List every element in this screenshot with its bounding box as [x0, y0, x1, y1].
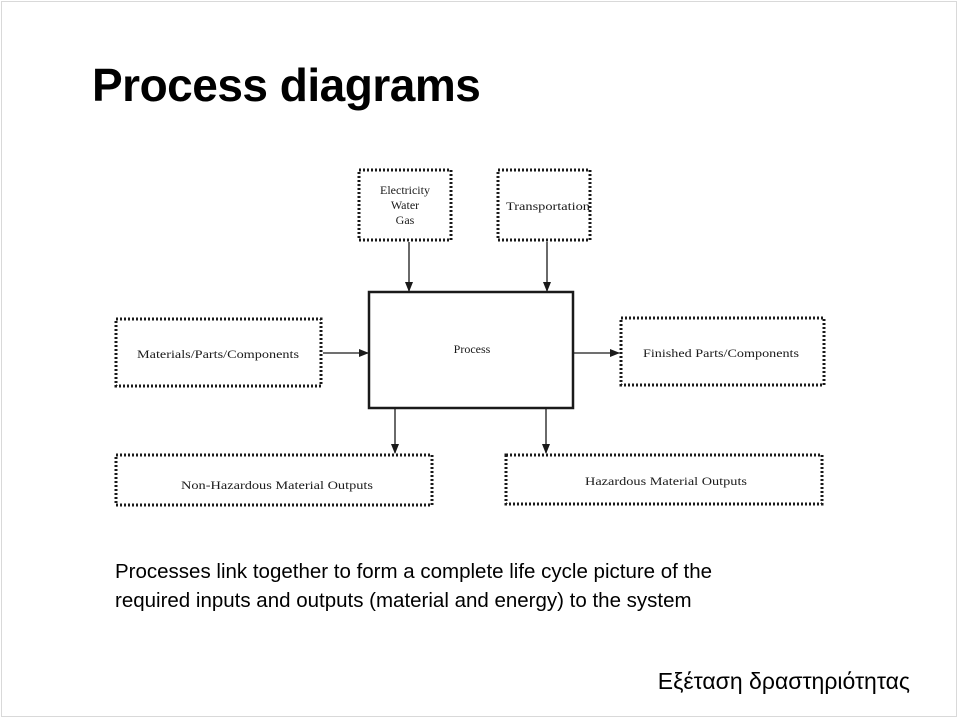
- finished-label: Finished Parts/Components: [643, 346, 799, 360]
- slide-caption: Processes link together to form a comple…: [115, 557, 875, 615]
- hazardous-label: Hazardous Material Outputs: [585, 474, 747, 488]
- process-node: Process: [367, 290, 575, 410]
- utilities-label-3: Gas: [396, 213, 415, 227]
- caption-line-2: required inputs and outputs (material an…: [115, 589, 692, 612]
- utilities-label-1: Electricity: [380, 183, 430, 197]
- process-label: Process: [454, 342, 491, 356]
- transportation-node: Transportation: [496, 168, 592, 242]
- finished-node: Finished Parts/Components: [619, 316, 826, 387]
- materials-node: Materials/Parts/Components: [114, 317, 323, 388]
- non-hazardous-label: Non-Hazardous Material Outputs: [181, 478, 373, 492]
- materials-label: Materials/Parts/Components: [137, 347, 299, 361]
- non-hazardous-node: Non-Hazardous Material Outputs: [114, 453, 434, 507]
- hazardous-node: Hazardous Material Outputs: [504, 453, 824, 506]
- slide-title: Process diagrams: [92, 59, 481, 111]
- caption-line-1: Processes link together to form a comple…: [115, 560, 713, 583]
- transportation-label: Transportation: [506, 199, 590, 213]
- slide-footer: Εξέταση δραστηριότητας: [657, 668, 910, 694]
- utilities-node: Electricity Water Gas: [357, 168, 453, 242]
- utilities-label-2: Water: [391, 198, 419, 212]
